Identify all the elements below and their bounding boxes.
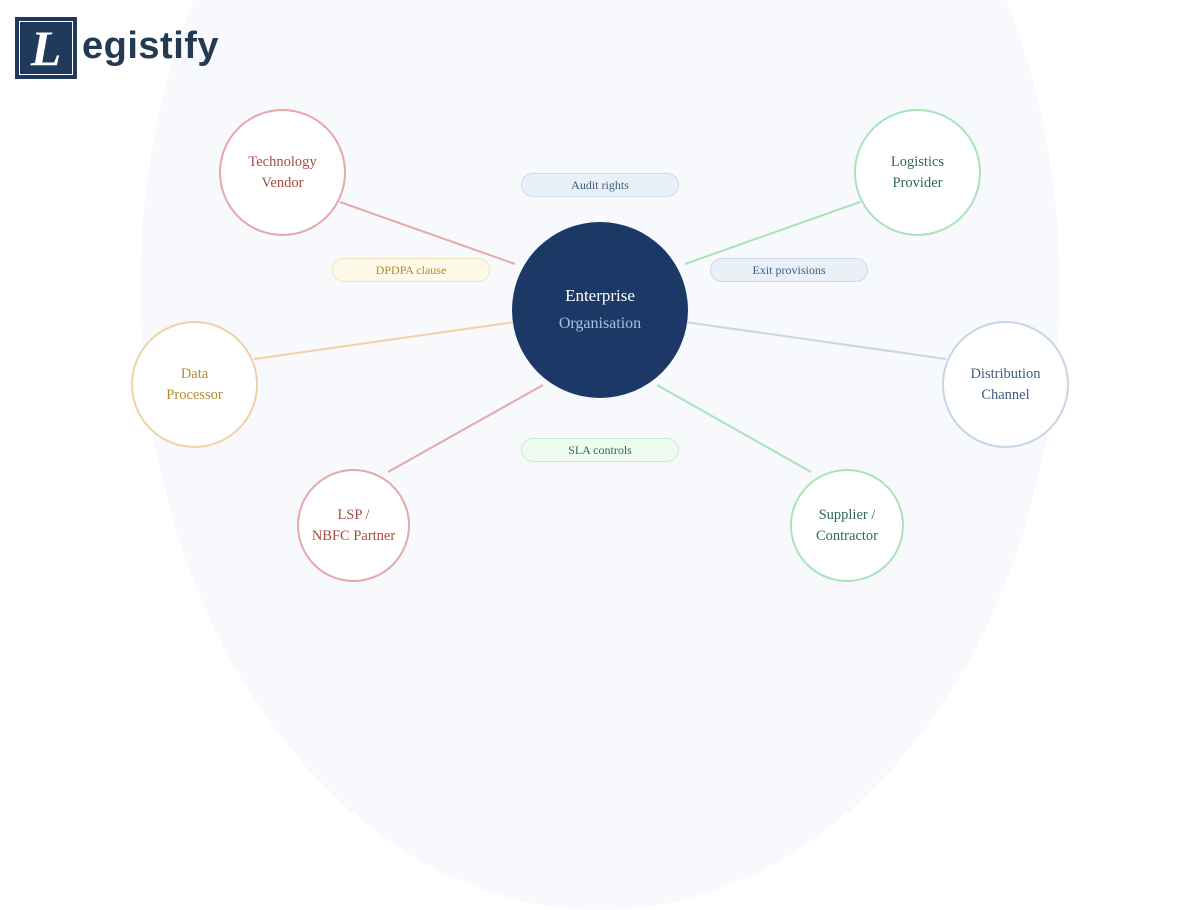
pill-exit-provisions: Exit provisions	[710, 258, 868, 282]
link-lsp-partner	[387, 384, 544, 473]
logo-mark: L	[15, 17, 77, 79]
node-data-processor: Data Processor	[131, 321, 258, 448]
node-label-line1: LSP /	[337, 506, 370, 523]
node-lsp-partner: LSP / NBFC Partner	[297, 469, 410, 582]
node-logistics-provider: Logistics Provider	[854, 109, 981, 236]
node-label-line2: Channel	[981, 386, 1030, 403]
node-supplier-contractor: Supplier / Contractor	[790, 469, 904, 582]
node-technology-vendor: Technology Vendor	[219, 109, 346, 236]
node-label-line2: NBFC Partner	[311, 527, 396, 544]
hub-subtitle: Organisation	[558, 315, 642, 332]
node-label-line1: Distribution	[970, 365, 1041, 382]
enterprise-hub: Enterprise Organisation	[512, 222, 688, 398]
link-distribution-channel	[684, 321, 947, 360]
pill-dpdpa-clause: DPDPA clause	[332, 258, 490, 282]
logo-wordmark: egistify	[82, 25, 220, 67]
link-logistics-provider	[684, 201, 861, 265]
node-label-line2: Provider	[892, 174, 943, 191]
hub-title: Enterprise	[565, 286, 635, 305]
link-technology-vendor	[339, 201, 516, 265]
node-label-line2: Contractor	[815, 527, 878, 544]
pill-sla-controls: SLA controls	[521, 438, 679, 462]
node-label-line1: Technology	[248, 153, 317, 170]
node-label-line2: Processor	[166, 386, 223, 403]
node-distribution-channel: Distribution Channel	[942, 321, 1069, 448]
node-label-line1: Data	[180, 365, 209, 382]
node-label-line1: Supplier /	[818, 506, 876, 523]
pill-audit-rights: Audit rights	[521, 173, 679, 197]
link-supplier-contractor	[656, 384, 812, 473]
link-data-processor	[253, 321, 516, 360]
node-label-line1: Logistics	[890, 153, 945, 170]
connector-lines	[253, 201, 947, 473]
node-label-line2: Vendor	[261, 174, 304, 191]
